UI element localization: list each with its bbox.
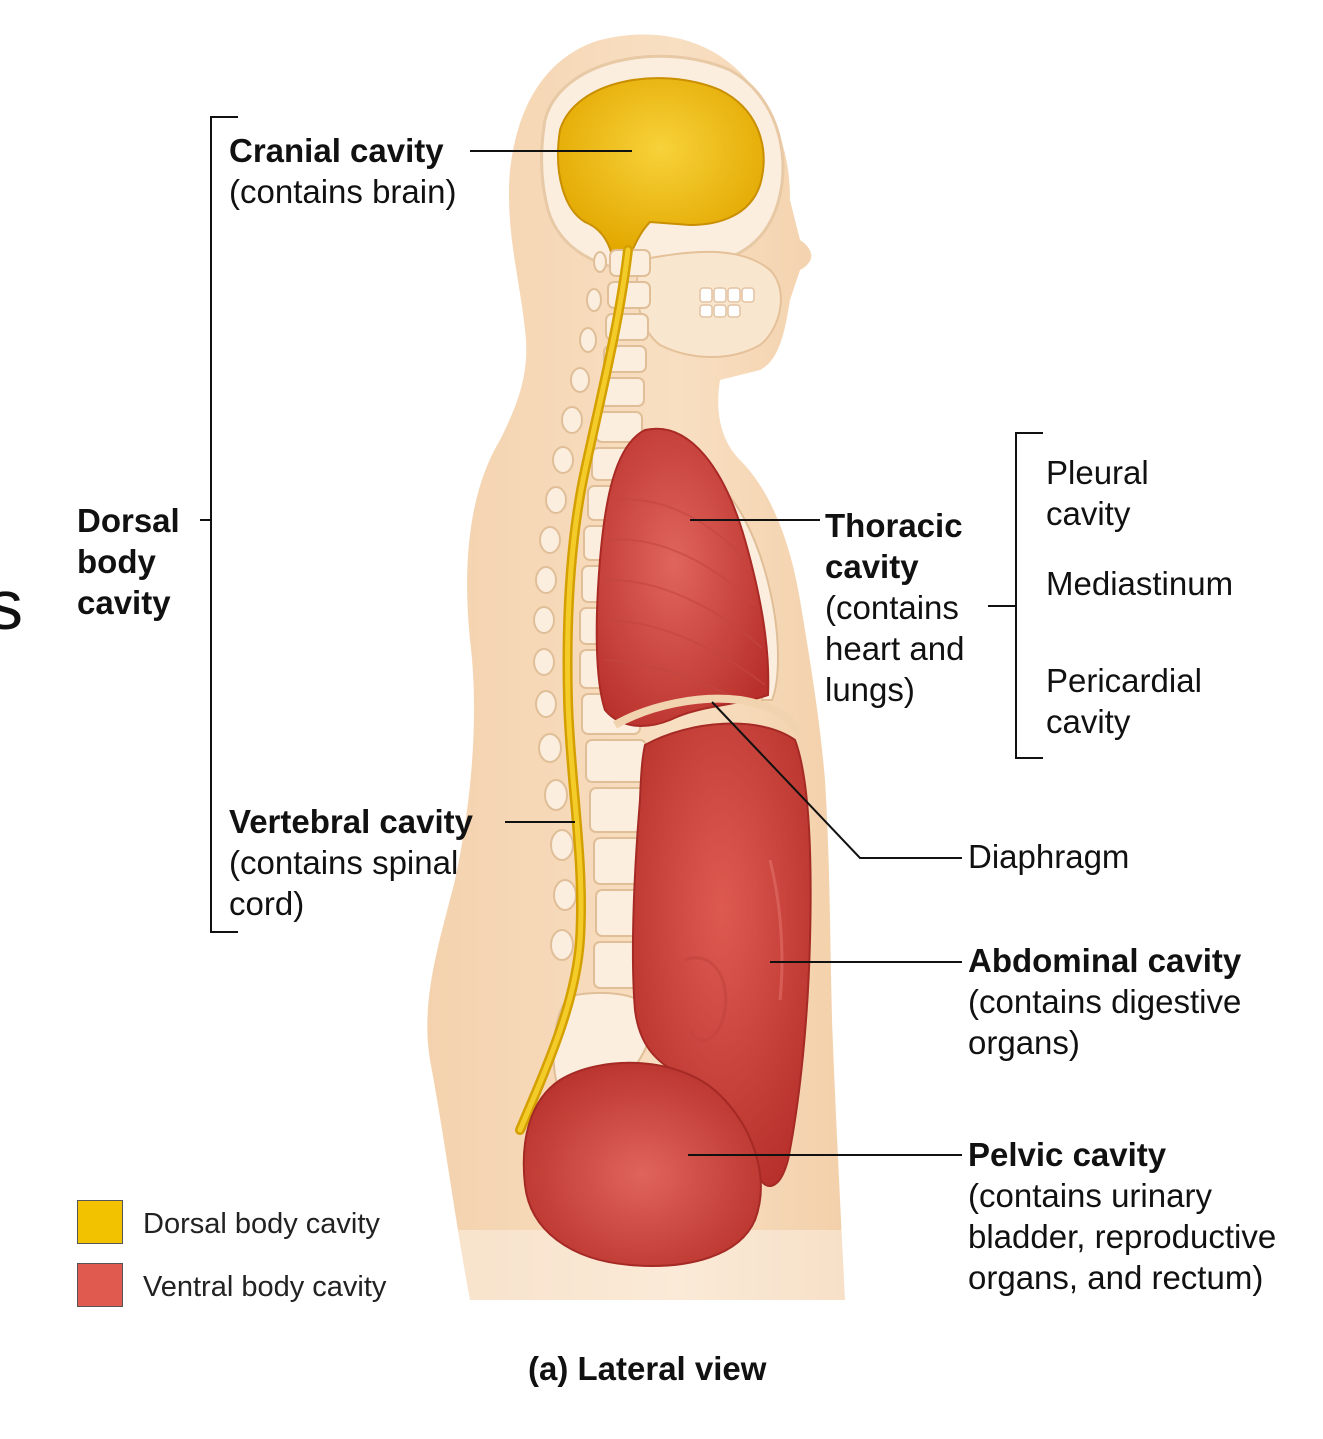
vertebral-cavity-desc2: cord) (229, 885, 305, 922)
diaphragm-label: Diaphragm (968, 836, 1129, 877)
vertebral-cavity-label: Vertebral cavity (contains spinal cord) (229, 801, 473, 924)
diaphragm-shape (613, 694, 804, 737)
lung-texture (602, 498, 766, 701)
dorsal-label-line1: Dorsal (77, 502, 180, 539)
leader-lines (470, 150, 1016, 1156)
abdominal-cavity-label: Abdominal cavity (contains digestive org… (968, 940, 1241, 1063)
thoracic-desc3: lungs) (825, 671, 915, 708)
pericardial-cavity-label: Pericardial cavity (1046, 660, 1202, 742)
thoracic-desc1: (contains (825, 589, 959, 626)
pelvic-title: Pelvic cavity (968, 1136, 1167, 1173)
dorsal-bracket (200, 116, 238, 933)
dorsal-label-line2: body (77, 543, 156, 580)
legend-swatch-dorsal (77, 1200, 123, 1244)
spinous-processes (533, 251, 607, 961)
pelvic-desc3: organs, and rectum) (968, 1259, 1264, 1296)
mediastinum-text: Mediastinum (1046, 565, 1234, 602)
pelvic-cavity-shape (522, 1061, 762, 1267)
pericardial-line2: cavity (1046, 703, 1131, 740)
legend-label-ventral: Ventral body cavity (143, 1271, 387, 1303)
pleural-cavity-label: Pleural cavity (1046, 452, 1149, 534)
dorsal-label-line3: cavity (77, 584, 171, 621)
figure-caption: (a) Lateral view (528, 1350, 767, 1387)
dorsal-body-cavity-label: Dorsal body cavity (77, 500, 180, 623)
pericardial-line1: Pericardial (1046, 662, 1202, 699)
abdominal-desc1: (contains digestive (968, 983, 1242, 1020)
cranial-cavity-title: Cranial cavity (229, 132, 444, 169)
legend-label-dorsal: Dorsal body cavity (143, 1208, 380, 1240)
cranial-cavity-desc: (contains brain) (229, 173, 457, 210)
pelvic-desc2: bladder, reproductive (968, 1218, 1277, 1255)
abdominal-title: Abdominal cavity (968, 942, 1242, 979)
thoracic-title1: Thoracic (825, 507, 963, 544)
cranial-cavity-label: Cranial cavity (contains brain) (229, 130, 456, 212)
pleural-line2: cavity (1046, 495, 1131, 532)
vertebral-cavity-title: Vertebral cavity (229, 803, 473, 840)
vertebral-cavity-desc1: (contains spinal (229, 844, 459, 881)
thoracic-title2: cavity (825, 548, 919, 585)
legend-swatch-ventral (77, 1263, 123, 1307)
cranial-cavity-shape (557, 77, 765, 256)
thoracic-cavity-label: Thoracic cavity (contains heart and lung… (825, 505, 964, 710)
stray-glyph: s (0, 566, 23, 644)
thoracic-bracket (1015, 432, 1043, 759)
pelvic-cavity-label: Pelvic cavity (contains urinary bladder,… (968, 1134, 1276, 1298)
diaphragm-text: Diaphragm (968, 838, 1130, 875)
abdominal-desc2: organs) (968, 1024, 1080, 1061)
pelvic-desc1: (contains urinary (968, 1177, 1212, 1214)
teeth (699, 287, 755, 318)
thoracic-cavity-shape (595, 427, 770, 727)
thoracic-desc2: heart and (825, 630, 965, 667)
mediastinum-label: Mediastinum (1046, 563, 1233, 604)
pleural-line1: Pleural (1046, 454, 1149, 491)
